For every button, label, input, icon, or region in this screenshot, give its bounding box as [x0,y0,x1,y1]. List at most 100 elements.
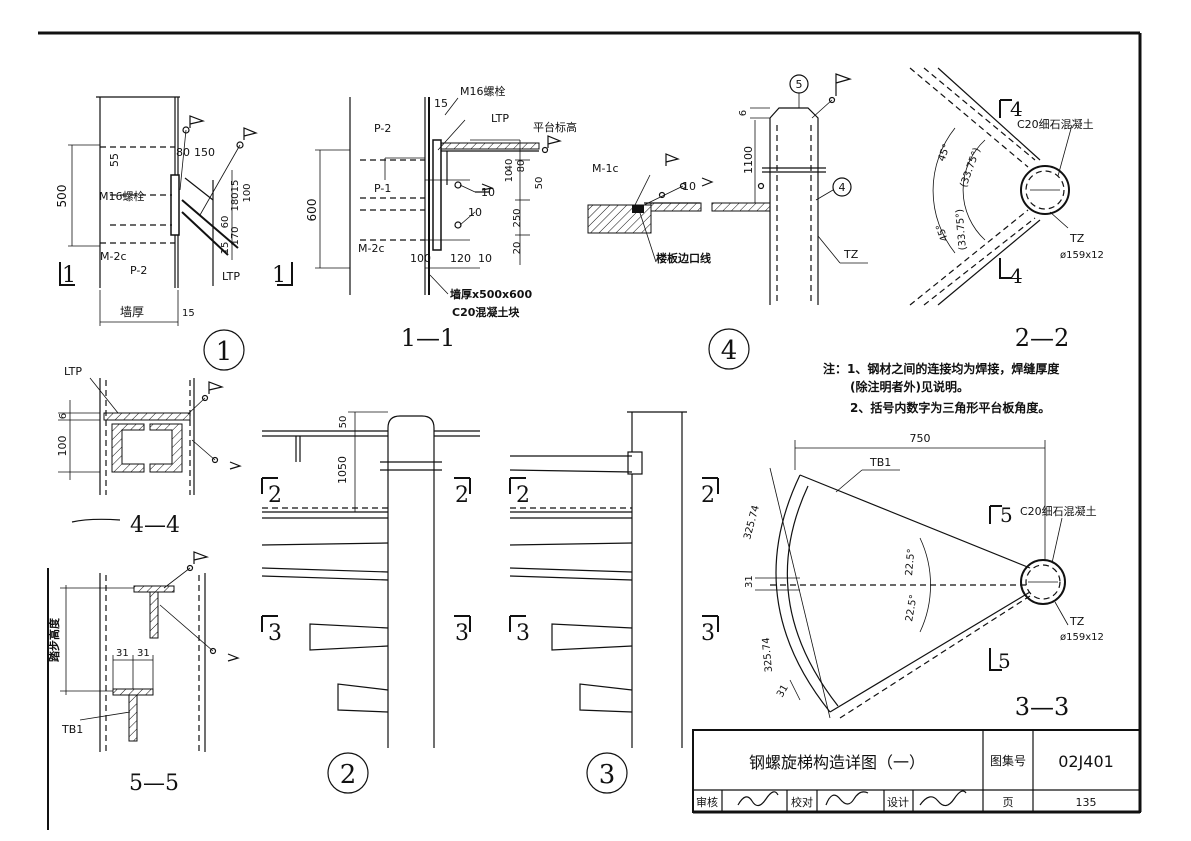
dim-6: 6 [738,110,749,116]
dim-750: 750 [910,432,931,445]
dim-150: 150 [194,146,215,159]
cut-mark-2-right: 2 [455,483,469,508]
dim-v: 15 [230,180,241,193]
angle-45-top: 45° [936,143,952,163]
label-p2: P-2 [374,122,391,135]
cut-mark-3-right: 3 [455,621,469,646]
dim-32574-top: 325.74 [742,504,762,541]
angle-3375-top: (33.75°) [958,146,983,189]
dim-v: 50 [534,177,545,190]
label-platform-elevation: 平台标高 [533,120,577,134]
detail-number-circle [586,752,628,794]
dim-32574-bottom: 325.74 [761,637,775,673]
detail-1 [59,96,293,326]
weld-size-10: 10 [682,180,696,193]
label-pipe-size: ø159x12 [1060,250,1104,261]
section-title-2-2: 2—2 [1015,324,1070,352]
detail-number-circle [327,752,369,794]
section-mark-right: 1 [272,263,286,288]
dim-v: 180 [230,192,241,211]
title-block [692,729,1141,813]
section-4-4 [58,377,242,523]
detail-3 [509,411,719,748]
label-ltp: LTP [64,365,82,378]
cut-mark-2-left: 2 [516,483,530,508]
label-p1: P-1 [374,182,391,195]
dim-120: 120 [450,252,471,265]
detail-number-circle [708,328,750,370]
detail-number: 4 [721,336,738,366]
design-label: 设计 [887,796,909,809]
label-step-height: 踏步高度 [47,617,61,662]
page-number: 135 [1076,796,1097,809]
dim-1050: 1050 [336,456,349,484]
dim-15-bottom: 15 [182,308,195,319]
detail-number: 1 [216,337,233,367]
label-wall-thickness: 墙厚 [120,305,144,319]
label-tz: TZ [1069,615,1085,628]
dim-31a: 31 [744,575,755,588]
page-label: 页 [1003,796,1014,809]
note-line-1: 注：1、钢材之间的连接均为焊接，焊缝厚度 [823,361,1060,376]
dim-100: 100 [410,252,431,265]
label-m16-bolt: M16螺栓 [460,84,506,98]
cut-mark-3-right: 3 [701,621,715,646]
detail-number: 2 [340,760,357,790]
section-title-1-1: 1—1 [401,324,456,352]
dim-6: 6 [58,413,69,419]
dim-50: 50 [338,416,349,429]
dim-500: 500 [55,185,69,208]
note-line-3: 2、括号内数字为三角形平台板角度。 [850,400,1050,415]
label-m2c: M-2c [100,250,127,263]
label-m1c: M-1c [592,162,619,175]
cut-mark-3-left: 3 [268,621,282,646]
angle-225-bottom: 22.5° [904,594,920,623]
label-c20-fine-concrete: C20细石混凝土 [1020,504,1097,518]
label-pipe-size: ø159x12 [1060,632,1104,643]
dim-v: 80 [516,160,527,173]
section-2-2 [909,67,1073,306]
detail-1-1-vertical-dims: 40 10 80 50 250 20 [504,159,545,255]
dim-v: 20 [512,242,523,255]
section-title-4-4: 4—4 [130,513,180,538]
detail-4 [587,73,868,305]
label-tb1: TB1 [61,723,83,736]
label-m16-bolt: M16螺栓 [99,189,145,203]
section-3-3 [755,440,1069,719]
section-5-5 [47,551,240,830]
cut-mark-top: 5 [1000,503,1013,527]
detail-2 [261,411,480,748]
dim-31b: 31 [137,648,150,659]
dim-10: 10 [478,252,492,265]
dim-v: 170 [230,226,241,245]
weld-size-10a: 10 [481,186,495,199]
dim-15: 15 [434,97,448,110]
angle-3375-bottom: (33.75°) [954,208,969,250]
label-block-size: 墙厚x500x600 [450,287,532,301]
dim-v: 100 [242,183,253,202]
dim-31a: 31 [116,648,129,659]
label-tz: TZ [843,248,859,261]
section-mark-left: 1 [62,263,76,288]
atlas-number: 02J401 [1058,752,1114,771]
cut-mark-bottom: 4 [1010,264,1023,288]
dim-100: 100 [56,436,69,457]
cut-mark-3-left: 3 [516,621,530,646]
dim-v: 15 [220,242,231,255]
cut-mark-2-right: 2 [701,483,715,508]
atlas-label: 图集号 [990,753,1026,768]
detail-1-1 [315,97,562,295]
cut-mark-bottom: 5 [998,649,1011,673]
dim-v: 40 [504,159,515,172]
angle-225-top: 22.5° [904,548,917,576]
angle-45-bottom: 45° [934,222,950,242]
dim-1100: 1100 [742,146,755,174]
drawing-title: 钢螺旋梯构造详图（一） [749,753,925,772]
dim-v: 250 [512,208,523,227]
dim-v: 10 [504,170,515,183]
weld-size-10b: 10 [468,206,482,219]
detail-1-vertical-dims: 15 100 180 60 170 15 [220,180,253,255]
cut-mark-top: 4 [1010,97,1023,121]
dim-55: 55 [108,153,121,167]
